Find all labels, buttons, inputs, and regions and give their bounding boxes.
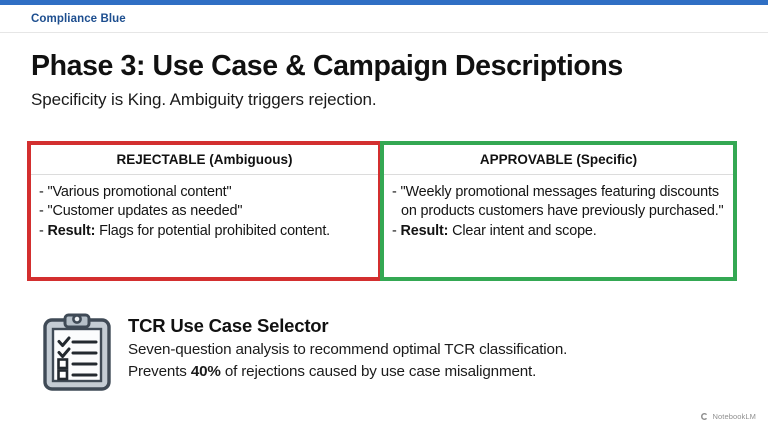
bullet-text: "Various promotional content" [47,184,232,200]
brand-title: Compliance Blue [31,12,126,25]
top-accent-bar [0,0,768,5]
bullet-text: Clear intent and scope. [448,222,597,239]
bullet-text: "Customer updates as needed" [47,203,243,220]
list-item: - "Customer updates as needed" [39,202,370,221]
callout-text-block: TCR Use Case Selector Seven-question ana… [128,310,567,382]
bullet-text: Flags for potential prohibited content. [95,222,331,239]
list-item: - Result: Clear intent and scope. [392,222,725,241]
list-item: - "Weekly promotional messages featuring… [392,183,725,222]
callout-title: TCR Use Case Selector [128,315,329,336]
callout-line-2: Prevents 40% of rejections caused by use… [128,361,567,383]
footer-watermark: NotebookLM [700,412,756,421]
page-subtitle: Specificity is King. Ambiguity triggers … [31,90,377,109]
callout-line-2-before: Prevents [128,362,191,380]
footer-watermark-label: NotebookLM [712,412,756,421]
bullet-label: Result: [400,222,449,239]
bullet-text: "Weekly promotional messages featuring d… [400,184,724,220]
callout-line-1: Seven-question analysis to recommend opt… [128,341,568,358]
notebooklm-logo-icon [701,413,708,420]
callout-stat-value: 40% [190,362,221,380]
list-item: - "Various promotional content" [39,183,370,202]
bullet-prefix: - [39,184,48,200]
comparison-column-approvable: APPROVABLE (Specific) - "Weekly promotio… [380,141,737,281]
bullet-label: Result: [47,222,96,239]
clipboard-checklist-icon [43,313,111,391]
bullet-prefix: - [39,203,48,220]
app-header: Compliance Blue [0,5,768,33]
page-title: Phase 3: Use Case & Campaign Description… [31,50,623,82]
comparison-column-rejectable: REJECTABLE (Ambiguous) - "Various promot… [27,141,382,281]
column-header-approvable: APPROVABLE (Specific) [384,145,733,175]
column-body-approvable: - "Weekly promotional messages featuring… [384,175,733,241]
callout-line-2-after: of rejections caused by use case misalig… [220,362,537,380]
column-header-rejectable: REJECTABLE (Ambiguous) [31,145,378,175]
bullet-prefix: - [392,184,401,200]
callout-section: TCR Use Case Selector Seven-question ana… [40,310,730,392]
bullet-prefix: - [392,222,401,239]
bullet-prefix: - [39,222,48,239]
list-item: - Result: Flags for potential prohibited… [39,222,370,241]
column-body-rejectable: - "Various promotional content" - "Custo… [31,175,378,241]
comparison-table: REJECTABLE (Ambiguous) - "Various promot… [27,141,739,281]
